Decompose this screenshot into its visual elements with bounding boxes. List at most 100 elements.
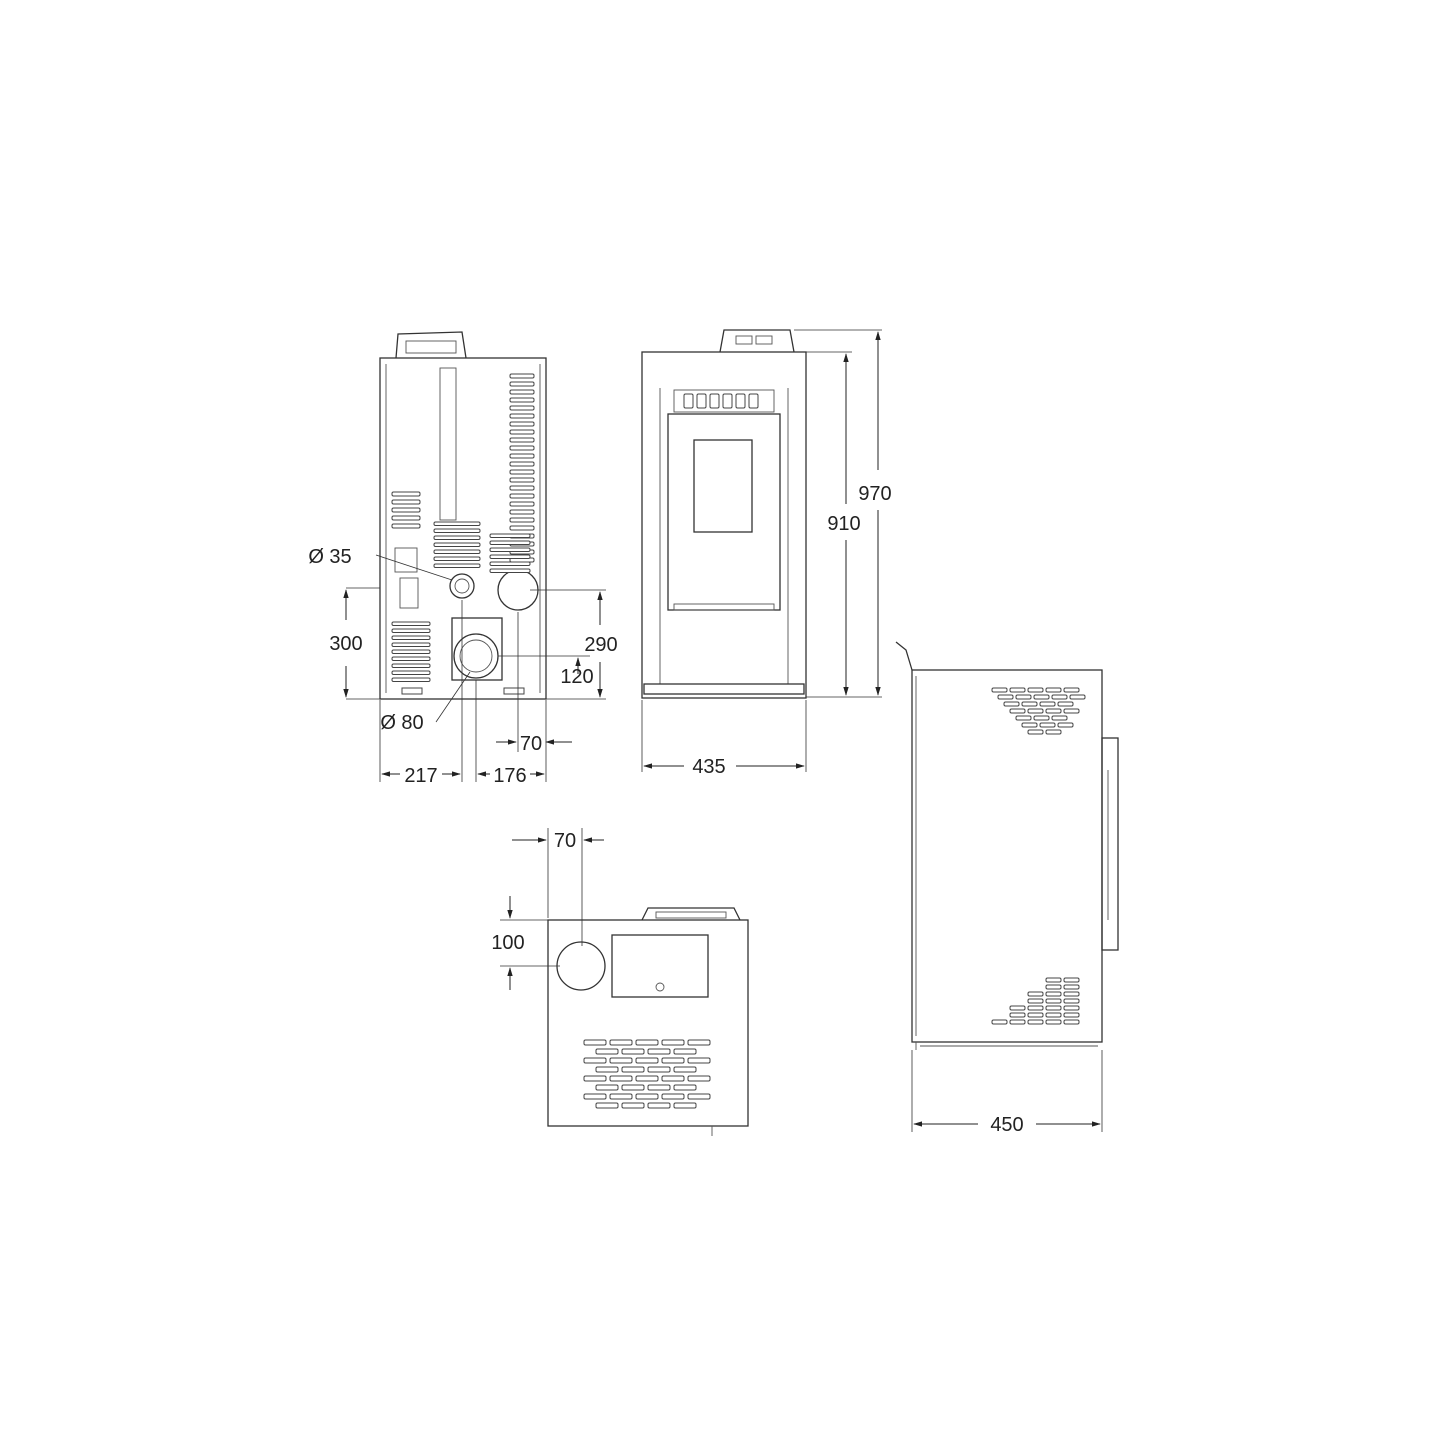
- vent-slot: [391, 491, 421, 497]
- vent-slot: [1009, 687, 1026, 693]
- back-view: [379, 331, 547, 700]
- vent-slot: [509, 485, 535, 491]
- grille-slot: [583, 1093, 607, 1100]
- vent-slot: [509, 381, 535, 387]
- vent-slot: [1069, 694, 1086, 700]
- vent-slot: [391, 656, 431, 661]
- vent-slot: [391, 621, 431, 626]
- grille-slot: [609, 1057, 633, 1064]
- vent-slot: [1027, 708, 1044, 714]
- vent-slot: [509, 405, 535, 411]
- vent-slot: [509, 429, 535, 435]
- vent-slot: [1063, 998, 1080, 1004]
- vent-slot: [1009, 1005, 1026, 1011]
- vent-slot: [1051, 715, 1068, 721]
- grille-slot: [609, 1093, 633, 1100]
- grille-slot: [595, 1048, 619, 1055]
- vent-slot: [489, 547, 531, 552]
- vent-slot: [489, 533, 531, 538]
- vent-slot: [1045, 998, 1062, 1004]
- vent-slot: [1021, 701, 1038, 707]
- grille-slot: [661, 1039, 685, 1046]
- vent-slot: [1045, 1012, 1062, 1018]
- vent-slot: [1027, 991, 1044, 997]
- grille-slot: [647, 1102, 671, 1109]
- grille-slot: [647, 1066, 671, 1073]
- grille-slot: [696, 393, 707, 409]
- vent-slot: [391, 628, 431, 633]
- vent-slot: [391, 635, 431, 640]
- vent-slot: [1027, 729, 1044, 735]
- grille-slot: [621, 1102, 645, 1109]
- vent-slot: [391, 499, 421, 505]
- vent-slot: [433, 542, 481, 547]
- vent-slot: [1027, 1019, 1044, 1025]
- back-vent-middle: [433, 521, 531, 573]
- grille-slot: [635, 1093, 659, 1100]
- dim-70-top-label: 70: [554, 830, 576, 852]
- dim-217-label: 217: [404, 765, 437, 787]
- vent-slot: [391, 677, 431, 682]
- vent-slot: [1009, 1019, 1026, 1025]
- grille-slot: [661, 1093, 685, 1100]
- top-dimensions: 70 100: [491, 828, 604, 990]
- vent-slot: [997, 694, 1014, 700]
- vent-slot: [489, 568, 531, 573]
- vent-slot: [509, 389, 535, 395]
- vent-slot: [1027, 998, 1044, 1004]
- side-vent-bottom: [991, 977, 1080, 1025]
- grille-slot: [661, 1075, 685, 1082]
- vent-slot: [509, 397, 535, 403]
- vent-slot: [1057, 701, 1074, 707]
- grille-slot: [687, 1075, 711, 1082]
- vent-slot: [1045, 708, 1062, 714]
- grille-slot: [673, 1084, 697, 1091]
- grille-slot: [683, 393, 694, 409]
- vent-slot: [1063, 977, 1080, 983]
- vent-slot: [509, 445, 535, 451]
- grille-slot: [621, 1084, 645, 1091]
- vent-slot: [1063, 991, 1080, 997]
- vent-slot: [509, 421, 535, 427]
- vent-slot: [509, 469, 535, 475]
- vent-slot: [509, 373, 535, 379]
- dim-120-label: 120: [560, 666, 593, 688]
- vent-slot: [433, 535, 481, 540]
- vent-slot: [509, 525, 535, 531]
- vent-slot: [991, 1019, 1008, 1025]
- vent-slot: [391, 670, 431, 675]
- vent-slot: [391, 649, 431, 654]
- vent-slot: [509, 453, 535, 459]
- vent-slot: [1057, 722, 1074, 728]
- vent-slot: [509, 509, 535, 515]
- grille-slot: [687, 1039, 711, 1046]
- grille-slot: [673, 1102, 697, 1109]
- vent-slot: [1045, 977, 1062, 983]
- dim-100-label: 100: [491, 932, 524, 954]
- grille-slot: [673, 1066, 697, 1073]
- dim-d80-label: Ø 80: [380, 712, 423, 734]
- side-view: [895, 641, 1119, 1050]
- vent-slot: [1045, 687, 1062, 693]
- vent-slot: [1033, 694, 1050, 700]
- dim-450-label: 450: [990, 1114, 1023, 1136]
- back-dimensions: 300 290 120 Ø 35 Ø 80 70 217 176: [308, 546, 617, 787]
- vent-slot: [1015, 715, 1032, 721]
- vent-slot: [1051, 694, 1068, 700]
- vent-slot: [1045, 1019, 1062, 1025]
- grille-slot: [635, 1057, 659, 1064]
- side-dimensions: 450: [911, 1050, 1103, 1136]
- vent-slot: [1063, 1019, 1080, 1025]
- vent-slot: [991, 687, 1008, 693]
- grille-slot: [661, 1057, 685, 1064]
- side-vent-top: [991, 687, 1086, 735]
- vent-slot: [1033, 715, 1050, 721]
- grille-slot: [583, 1075, 607, 1082]
- grille-slot: [635, 1075, 659, 1082]
- vent-slot: [1027, 687, 1044, 693]
- dim-70-back-label: 70: [520, 733, 542, 755]
- grille-slot: [709, 393, 720, 409]
- front-view: [641, 329, 807, 699]
- grille-slot: [735, 393, 746, 409]
